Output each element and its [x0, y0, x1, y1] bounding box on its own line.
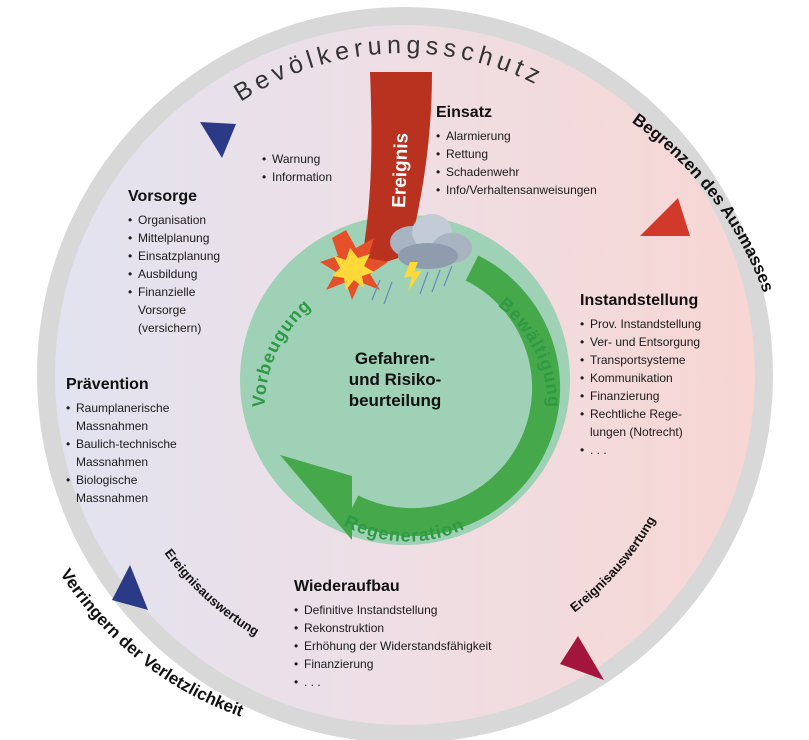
- list-item: Rettung: [436, 145, 597, 163]
- list-item-continued: Massnahmen: [76, 491, 149, 505]
- warning-block: Warnung Information: [262, 150, 332, 186]
- einsatz-block: Einsatz Alarmierung Rettung Schadenwehr …: [436, 104, 597, 199]
- list-item: Information: [262, 168, 332, 186]
- praevention-block: Prävention Raumplanerische Massnahmen Ba…: [66, 376, 177, 507]
- list-item: Transportsysteme: [580, 351, 701, 369]
- marker-bottom-left-icon: [112, 565, 148, 610]
- list-item: Organisation: [128, 211, 220, 229]
- cycle-arrow-head: [280, 455, 352, 540]
- center-line: und Risiko-: [348, 370, 442, 389]
- list-item: Warnung: [262, 150, 332, 168]
- explosion-core-icon: [332, 248, 374, 290]
- list-item: Mittelplanung: [128, 229, 220, 247]
- list-item-continued: Massnahmen: [76, 419, 149, 433]
- inner-circle: [240, 215, 570, 545]
- list-item-continued: (versichern): [138, 321, 202, 335]
- vorsorge-block: Vorsorge Organisation Mittelplanung Eins…: [128, 188, 220, 337]
- storm-cloud-icon: [371, 214, 472, 305]
- list-item: Erhöhung der Widerstandsfähigkeit: [294, 637, 491, 655]
- marker-bottom-right-icon: [560, 636, 604, 680]
- list-item: Alarmierung: [436, 127, 597, 145]
- list-item-continued: lungen (Notrecht): [590, 425, 683, 439]
- list-item-continued: Vorsorge: [138, 303, 187, 317]
- list-item: . . .: [580, 441, 701, 459]
- list-item: Baulich-technische: [66, 435, 177, 453]
- list-item: Einsatzplanung: [128, 247, 220, 265]
- wiederaufbau-block: Wiederaufbau Definitive Instandstellung …: [294, 578, 491, 691]
- einsatz-title: Einsatz: [436, 104, 493, 121]
- instandstellung-title: Instandstellung: [580, 292, 699, 309]
- list-item: Rekonstruktion: [294, 619, 491, 637]
- list-item: . . .: [294, 673, 491, 691]
- list-item: Info/Verhaltensanweisungen: [436, 181, 597, 199]
- instandstellung-block: Instandstellung Prov. Instandstellung Ve…: [580, 292, 701, 459]
- center-line: beurteilung: [348, 391, 442, 410]
- list-item: Rechtliche Rege-: [580, 405, 701, 423]
- cycle-arrow: [345, 255, 561, 537]
- list-item: Finanzierung: [580, 387, 701, 405]
- marker-right-icon: [640, 198, 690, 236]
- wiederaufbau-title: Wiederaufbau: [294, 578, 400, 595]
- event-arrow: [360, 72, 432, 270]
- list-item-continued: Massnahmen: [76, 455, 149, 469]
- list-item: Schadenwehr: [436, 163, 597, 181]
- list-item: Prov. Instandstellung: [580, 315, 701, 333]
- list-item: Kommunikation: [580, 369, 701, 387]
- list-item: Ausbildung: [128, 265, 220, 283]
- event-label: Ereignis: [389, 133, 413, 209]
- praevention-title: Prävention: [66, 376, 149, 393]
- list-item: Finanzierung: [294, 655, 491, 673]
- list-item: Biologische: [66, 471, 177, 489]
- center-line: Gefahren-: [354, 349, 436, 368]
- vorsorge-title: Vorsorge: [128, 188, 198, 205]
- center-label: Gefahren- und Risiko- beurteilung: [325, 348, 465, 411]
- marker-top-left-icon: [200, 122, 236, 158]
- list-item: Ver- und Entsorgung: [580, 333, 701, 351]
- list-item: Raumplanerische: [66, 399, 177, 417]
- list-item: Finanzielle: [128, 283, 220, 301]
- list-item: Definitive Instandstellung: [294, 601, 491, 619]
